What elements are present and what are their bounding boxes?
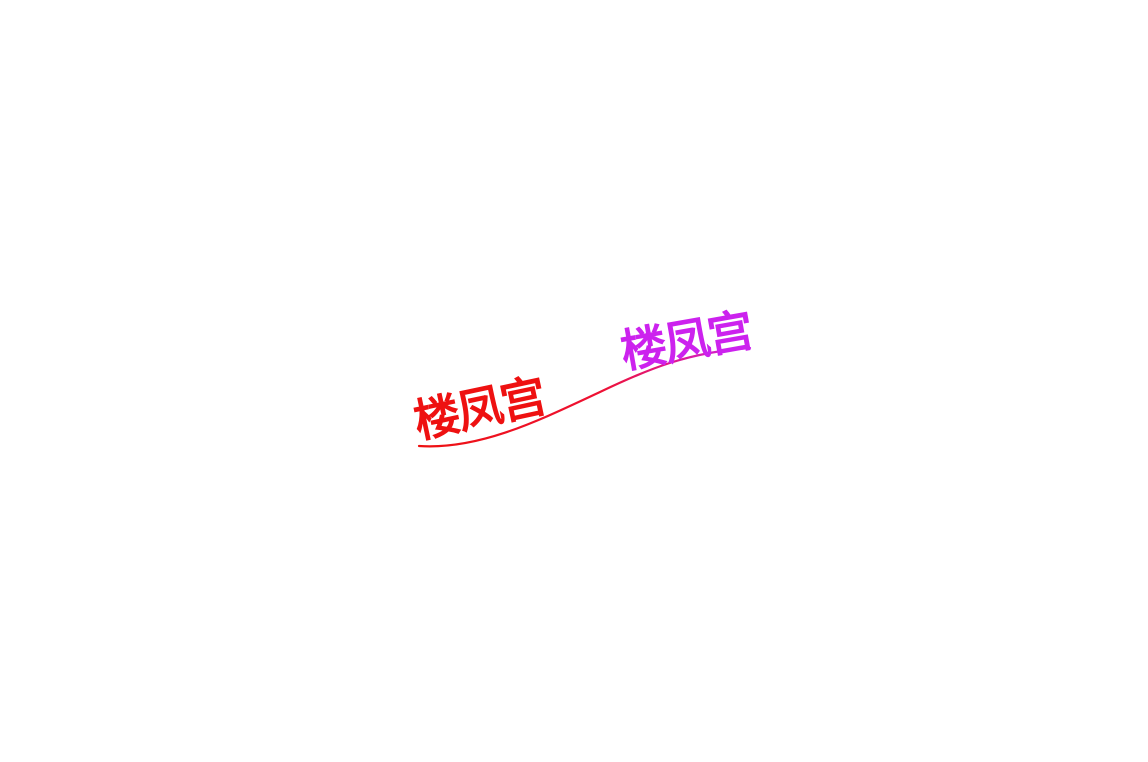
logo-right: 楼凤宫 (617, 303, 756, 379)
logo-left: 楼凤宫 (409, 368, 549, 448)
logo-text-left: 楼凤宫 (409, 368, 549, 448)
logo-text-right: 楼凤宫 (617, 303, 756, 379)
swoosh-line (417, 346, 752, 448)
